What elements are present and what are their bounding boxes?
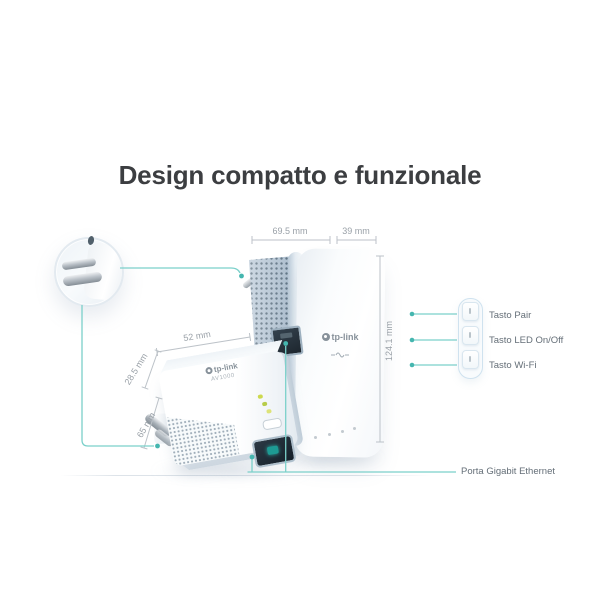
led-dot <box>341 430 344 433</box>
powerline-wave-icon <box>331 352 349 358</box>
ethernet-glow <box>266 445 279 456</box>
port-label: Porta Gigabit Ethernet <box>461 466 555 477</box>
led-dot <box>314 436 317 439</box>
small-device: tp-link AV1000 <box>143 350 304 466</box>
big-device-logo: tp-link <box>314 332 366 342</box>
dim-big-height: 124.1 mm <box>384 320 394 362</box>
buttons-panel <box>458 298 483 379</box>
label-tasto-led: Tasto LED On/Off <box>489 335 564 346</box>
floor-line <box>60 475 432 476</box>
led-button <box>462 326 479 345</box>
plug-zoom-callout <box>54 237 124 307</box>
pair-button <box>462 302 479 321</box>
led-button-icon <box>469 332 471 338</box>
tplink-logo-icon <box>204 366 213 375</box>
label-tasto-pair: Tasto Pair <box>489 310 532 321</box>
label-tasto-wifi: Tasto Wi-Fi <box>489 360 537 371</box>
dim-small-width: 52 mm <box>182 328 212 344</box>
led-dot <box>353 427 356 430</box>
tplink-logo-icon <box>321 333 330 341</box>
dim-big-width: 69.5 mm <box>272 226 308 236</box>
dim-small-depth: 28.5 mm <box>122 351 150 387</box>
ethernet-slot <box>280 332 293 339</box>
led-dot <box>328 433 331 436</box>
wifi-button <box>462 350 479 369</box>
dim-big-depth: 39 mm <box>342 226 370 236</box>
pair-button-icon <box>469 308 471 314</box>
wifi-button-icon <box>469 356 471 362</box>
page-title: Design compatto e funzionale <box>118 160 482 190</box>
